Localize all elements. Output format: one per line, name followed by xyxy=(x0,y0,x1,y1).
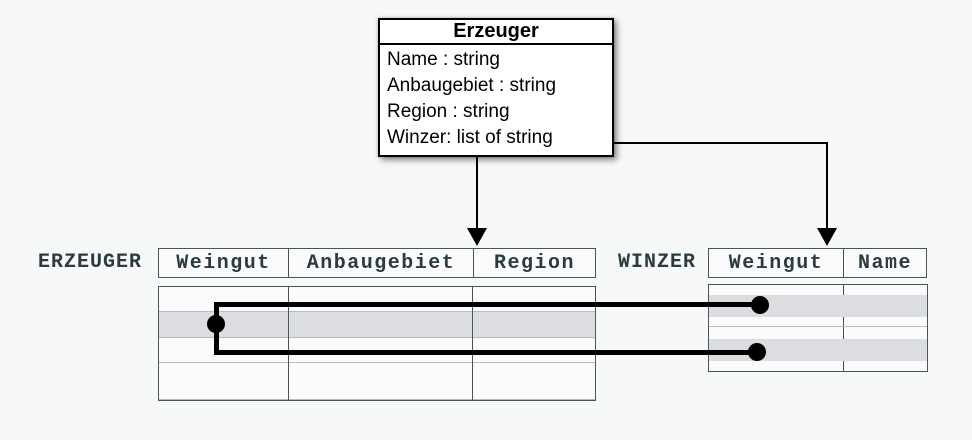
uml-class-attribute-region: Region : string xyxy=(387,101,510,122)
uml-class-title: Erzeuger xyxy=(380,20,612,45)
winzer-header-cell-name: Name xyxy=(843,249,926,277)
erzeuger-header-cell-weingut: Weingut xyxy=(176,251,271,275)
winzer-header-row: Weingut Name xyxy=(708,248,927,278)
uml-class-attribute-list: Name : string Anbaugebiet : string Regio… xyxy=(380,45,612,155)
uml-class-box: Erzeuger Name : string Anbaugebiet : str… xyxy=(378,18,614,157)
uml-class-attribute-name: Name : string xyxy=(387,49,500,70)
erzeuger-table-label: ERZEUGER xyxy=(38,251,143,274)
erzeuger-header-row: Weingut Anbaugebiet Region xyxy=(158,248,596,278)
erzeuger-header-cell-anbaugebiet: Anbaugebiet xyxy=(288,249,473,277)
arrow-to-winzer-vline xyxy=(826,142,828,230)
winzer-table-body xyxy=(708,284,928,372)
erzeuger-header-cell-region: Region xyxy=(473,249,595,277)
uml-class-attribute-anbaugebiet: Anbaugebiet : string xyxy=(387,75,557,96)
highlighted-row xyxy=(159,312,595,338)
arrow-to-winzer-hline xyxy=(599,142,828,144)
arrow-to-erzeuger-line xyxy=(476,156,478,230)
column-separator xyxy=(472,287,473,400)
link-dot-winzer-2 xyxy=(748,343,766,361)
table-row xyxy=(159,363,595,400)
table-row xyxy=(159,287,595,312)
column-separator xyxy=(843,285,844,371)
table-row xyxy=(159,338,595,363)
winzer-table-label: WINZER xyxy=(618,251,697,274)
link-dot-erzeuger xyxy=(207,315,225,333)
column-separator xyxy=(288,287,289,400)
link-line-bottom xyxy=(214,350,758,355)
uml-class-attribute-winzer: Winzer: list of string xyxy=(387,127,553,148)
row-grid-line xyxy=(709,326,927,327)
link-line-top xyxy=(214,302,762,307)
link-dot-winzer-1 xyxy=(751,296,769,314)
arrow-to-winzer-head-icon xyxy=(817,228,837,246)
arrow-to-erzeuger-head-icon xyxy=(467,228,487,246)
winzer-header-cell-weingut: Weingut xyxy=(728,251,824,275)
